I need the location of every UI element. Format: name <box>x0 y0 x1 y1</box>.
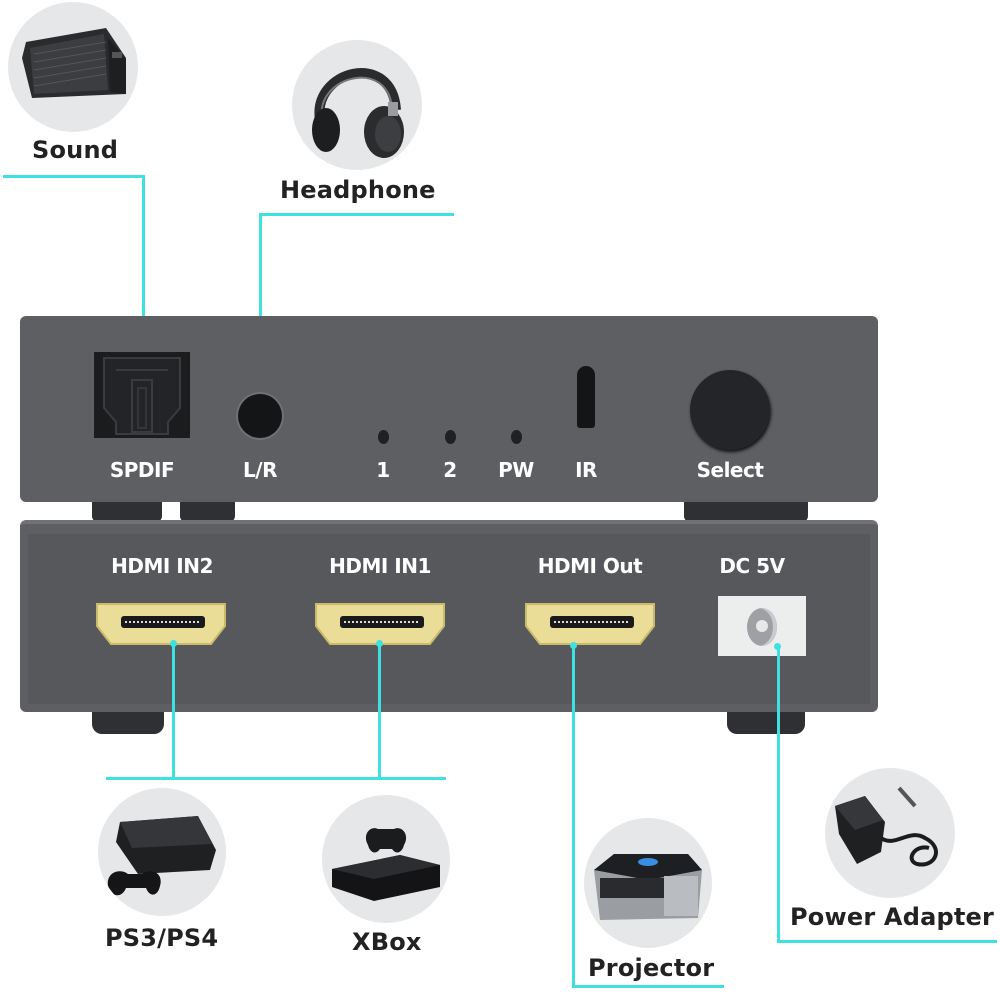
front-foot <box>684 500 808 522</box>
led-2 <box>445 430 456 444</box>
hdmi-in1-label: HDMI IN1 <box>329 554 431 578</box>
headphone-connector-v <box>259 213 262 404</box>
select-label: Select <box>696 458 764 482</box>
spdif-label: SPDIF <box>109 458 175 482</box>
projector-icon-circle <box>584 818 712 948</box>
hdmi-in2-port[interactable] <box>93 600 229 648</box>
projector-connector-h <box>572 985 724 988</box>
hdmi-out-port[interactable] <box>522 600 658 648</box>
dc-connector-dot <box>774 643 781 650</box>
projector-connector-v <box>572 646 575 988</box>
lr-label: L/R <box>243 458 277 482</box>
headphone-connector-h <box>259 213 454 216</box>
led-pw <box>511 430 522 444</box>
front-foot <box>180 500 235 522</box>
hdmi-in2-label: HDMI IN2 <box>111 554 213 578</box>
sound-icon-circle <box>8 2 138 132</box>
projector-label: Projector <box>588 954 715 982</box>
power-connector-v <box>777 647 780 943</box>
dc-jack-pin <box>756 620 768 632</box>
headphone-label: Headphone <box>280 176 436 204</box>
ps-label: PS3/PS4 <box>105 924 219 952</box>
hdmi-in1-connector-dot <box>376 640 383 647</box>
led-1-label: 1 <box>376 458 390 482</box>
ir-label: IR <box>575 458 597 482</box>
sound-label: Sound <box>32 136 119 164</box>
ps-icon-circle <box>98 788 226 916</box>
game-console-connector-h <box>106 777 446 780</box>
projector-icon <box>594 854 702 920</box>
optical-port-icon <box>103 357 181 435</box>
hdmi-in1-connector-v <box>378 644 381 779</box>
xbox-icon-circle <box>322 795 450 923</box>
xbox-console-icon <box>332 828 440 901</box>
power-adapter-icon <box>835 786 938 867</box>
sound-connector-h <box>3 175 145 178</box>
sound-connector-v <box>142 175 145 359</box>
select-button[interactable] <box>690 370 770 450</box>
headphone-icon <box>312 68 404 158</box>
dc-5v-port[interactable] <box>718 596 806 656</box>
power-adapter-label: Power Adapter <box>790 903 995 931</box>
front-panel: SPDIF L/R 1 2 PW IR Select <box>20 316 878 502</box>
pw-label: PW <box>498 458 534 482</box>
ir-receiver <box>577 366 595 428</box>
lr-audio-jack[interactable] <box>238 394 282 438</box>
hdmi-in2-connector-dot <box>170 640 177 647</box>
led-2-label: 2 <box>443 458 457 482</box>
hdmi-out-label: HDMI Out <box>537 554 643 578</box>
headphone-icon-circle <box>292 40 422 170</box>
hdmi-in1-port[interactable] <box>312 600 448 648</box>
power-connector-h <box>777 940 997 943</box>
hdmi-in2-connector-v <box>172 644 175 779</box>
led-1 <box>378 430 389 444</box>
hdmi-out-connector-dot <box>570 642 577 649</box>
power-adapter-icon-circle <box>825 768 955 898</box>
rear-panel: HDMI IN2 HDMI IN1 HDMI Out DC 5V <box>20 520 878 712</box>
xbox-label: XBox <box>352 928 422 956</box>
front-foot <box>92 500 162 522</box>
speaker-icon <box>22 28 126 98</box>
dc-5v-label: DC 5V <box>719 554 785 578</box>
game-console-icon <box>107 816 216 896</box>
spdif-port[interactable] <box>94 352 190 438</box>
